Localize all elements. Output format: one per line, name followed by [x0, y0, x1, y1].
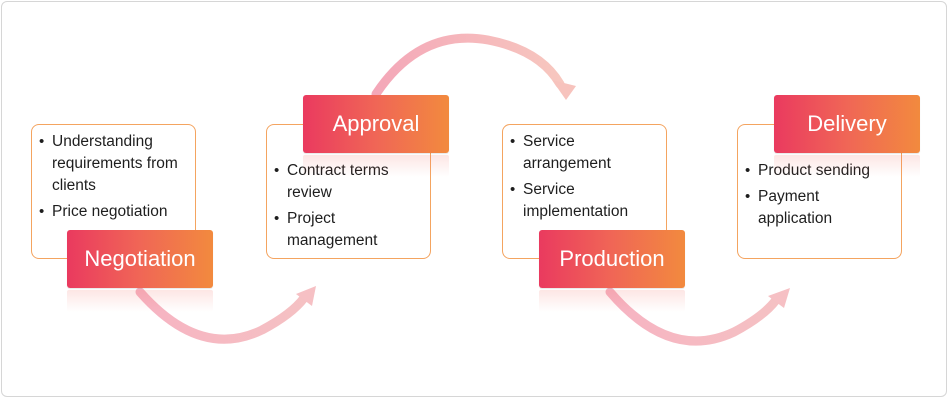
stage-label: Production — [559, 246, 665, 271]
delivery-item: Product sending — [745, 160, 895, 182]
stage-label: Negotiation — [84, 246, 196, 271]
stage-label: Delivery — [807, 111, 887, 136]
arrow-negotiation-to-approval — [135, 286, 316, 344]
approval-item: Contract terms review — [274, 160, 424, 204]
stage-approval: Approval — [303, 95, 449, 153]
stage-reflection — [67, 290, 213, 312]
stage-reflection — [539, 290, 685, 312]
production-item: Service arrangement — [510, 131, 660, 175]
stage-reflection — [303, 155, 449, 177]
stage-delivery: Delivery — [774, 95, 920, 153]
stage-label: Approval — [332, 111, 420, 136]
delivery-item: Payment application — [745, 186, 895, 230]
arrow-production-to-delivery — [605, 287, 790, 346]
negotiation-item: Understanding requirements from clients — [39, 131, 189, 197]
stage-production: Production — [539, 230, 685, 288]
stage-negotiation: Negotiation — [67, 230, 213, 288]
arrow-approval-to-production — [371, 33, 576, 100]
production-item: Service implementation — [510, 179, 660, 223]
stage-reflection — [774, 155, 920, 177]
approval-item: Project management — [274, 208, 424, 252]
negotiation-item: Price negotiation — [39, 201, 189, 223]
